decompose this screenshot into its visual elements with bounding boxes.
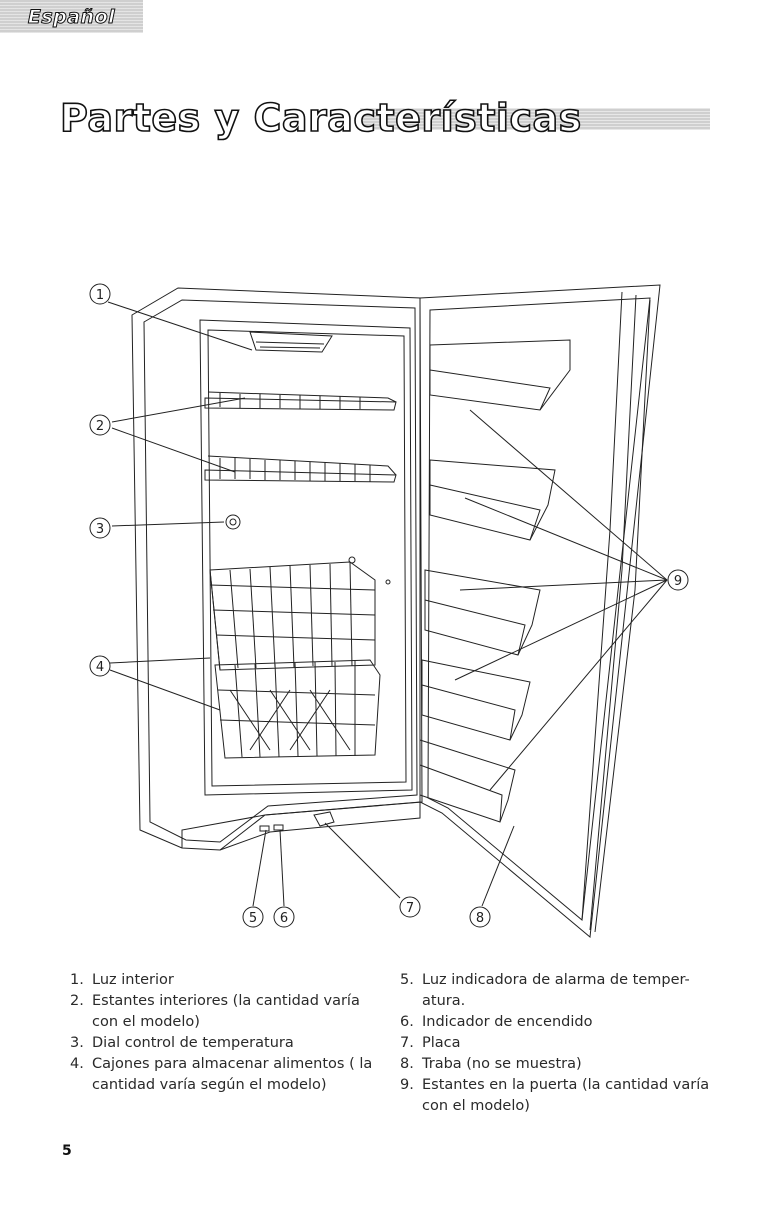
storage-basket-lower bbox=[214, 659, 381, 759]
section-title-band: Partes y Características bbox=[59, 95, 710, 142]
door-shelf-4 bbox=[421, 659, 531, 741]
legend-number: 1. bbox=[70, 972, 84, 988]
legend-number: 8. bbox=[400, 1056, 414, 1072]
legend-item: 8. Traba (no se muestra) bbox=[400, 1054, 730, 1075]
temperature-dial bbox=[225, 514, 241, 530]
serial-plate bbox=[313, 811, 335, 827]
legend-item: 4. Cajones para almacenar alimentos ( la … bbox=[70, 1054, 390, 1096]
callout-6-label: 6 bbox=[280, 911, 288, 926]
open-door bbox=[419, 284, 661, 938]
title-decor-bar bbox=[360, 108, 710, 130]
callout-8-label: 8 bbox=[476, 911, 484, 926]
legend-text: Cajones para almacenar alimentos ( la ca… bbox=[92, 1056, 373, 1093]
language-tab: Español bbox=[0, 0, 143, 33]
legend-number: 4. bbox=[70, 1056, 84, 1072]
callout-7-label: 7 bbox=[406, 901, 414, 916]
legend-item: 9. Estantes en la puerta (la cantidad var… bbox=[400, 1075, 730, 1117]
legend-number: 5. bbox=[400, 972, 414, 988]
callout-3-label: 3 bbox=[96, 522, 104, 537]
legend-number: 7. bbox=[400, 1035, 414, 1051]
legend-number: 6. bbox=[400, 1014, 414, 1030]
cabinet-body bbox=[131, 287, 423, 851]
legend-number: 3. bbox=[70, 1035, 84, 1051]
callout-2-label: 2 bbox=[96, 419, 104, 434]
callout-7: 7 bbox=[399, 896, 421, 918]
callout-6: 6 bbox=[273, 906, 295, 928]
legend-item: 3. Dial control de temperatura bbox=[70, 1033, 390, 1054]
callout-1-label: 1 bbox=[96, 288, 104, 303]
parts-legend-left: 1. Luz interior 2. Estantes interiores (la… bbox=[70, 970, 390, 1096]
legend-text: Traba (no se muestra) bbox=[422, 1056, 582, 1072]
wire-shelf-upper bbox=[204, 391, 397, 411]
door-shelf-3 bbox=[424, 569, 541, 656]
callout-1: 1 bbox=[89, 283, 111, 305]
legend-text: Placa bbox=[422, 1035, 461, 1051]
callout-3: 3 bbox=[89, 517, 111, 539]
door-shelf-2 bbox=[429, 459, 556, 541]
storage-basket-upper bbox=[209, 556, 391, 671]
callout-2: 2 bbox=[89, 414, 111, 436]
legend-text: Indicador de encendido bbox=[422, 1014, 593, 1030]
parts-legend-right: 5. Luz indicadora de alarma de temper- at… bbox=[400, 970, 730, 1117]
callout-5: 5 bbox=[242, 906, 264, 928]
interior-light bbox=[249, 331, 333, 353]
legend-number: 9. bbox=[400, 1077, 414, 1093]
wire-shelf-lower bbox=[204, 455, 397, 483]
legend-item: 2. Estantes interiores (la cantidad varía… bbox=[70, 991, 390, 1033]
callout-8: 8 bbox=[469, 906, 491, 928]
language-label: Español bbox=[27, 5, 116, 28]
legend-text: Dial control de temperatura bbox=[92, 1035, 294, 1051]
legend-text: Estantes interiores (la cantidad varía c… bbox=[92, 993, 360, 1030]
callout-4: 4 bbox=[89, 655, 111, 677]
legend-item: 5. Luz indicadora de alarma de temper- at… bbox=[400, 970, 730, 1012]
callout-9: 9 bbox=[667, 569, 689, 591]
door-shelf-1 bbox=[429, 339, 571, 411]
legend-text: Luz interior bbox=[92, 972, 174, 988]
door-shelf-5 bbox=[419, 739, 516, 823]
legend-text: Luz indicadora de alarma de temper- atur… bbox=[422, 972, 690, 1009]
legend-item: 1. Luz interior bbox=[70, 970, 390, 991]
legend-number: 2. bbox=[70, 993, 84, 1009]
power-light bbox=[273, 824, 284, 831]
legend-item: 7. Placa bbox=[400, 1033, 730, 1054]
leader-lines bbox=[107, 301, 668, 907]
callout-9-label: 9 bbox=[674, 574, 682, 589]
freezer-diagram: 1 2 3 4 5 6 7 8 bbox=[70, 270, 710, 940]
legend-text: Estantes en la puerta (la cantidad varía… bbox=[422, 1077, 710, 1114]
page-number: 5 bbox=[62, 1143, 72, 1159]
page-title: Partes y Características bbox=[59, 95, 582, 141]
callout-5-label: 5 bbox=[249, 911, 257, 926]
freezer-illustration: 1 2 3 4 5 6 7 8 bbox=[89, 283, 689, 938]
alarm-light bbox=[259, 825, 270, 832]
callout-4-label: 4 bbox=[96, 660, 104, 675]
legend-item: 6. Indicador de encendido bbox=[400, 1012, 730, 1033]
